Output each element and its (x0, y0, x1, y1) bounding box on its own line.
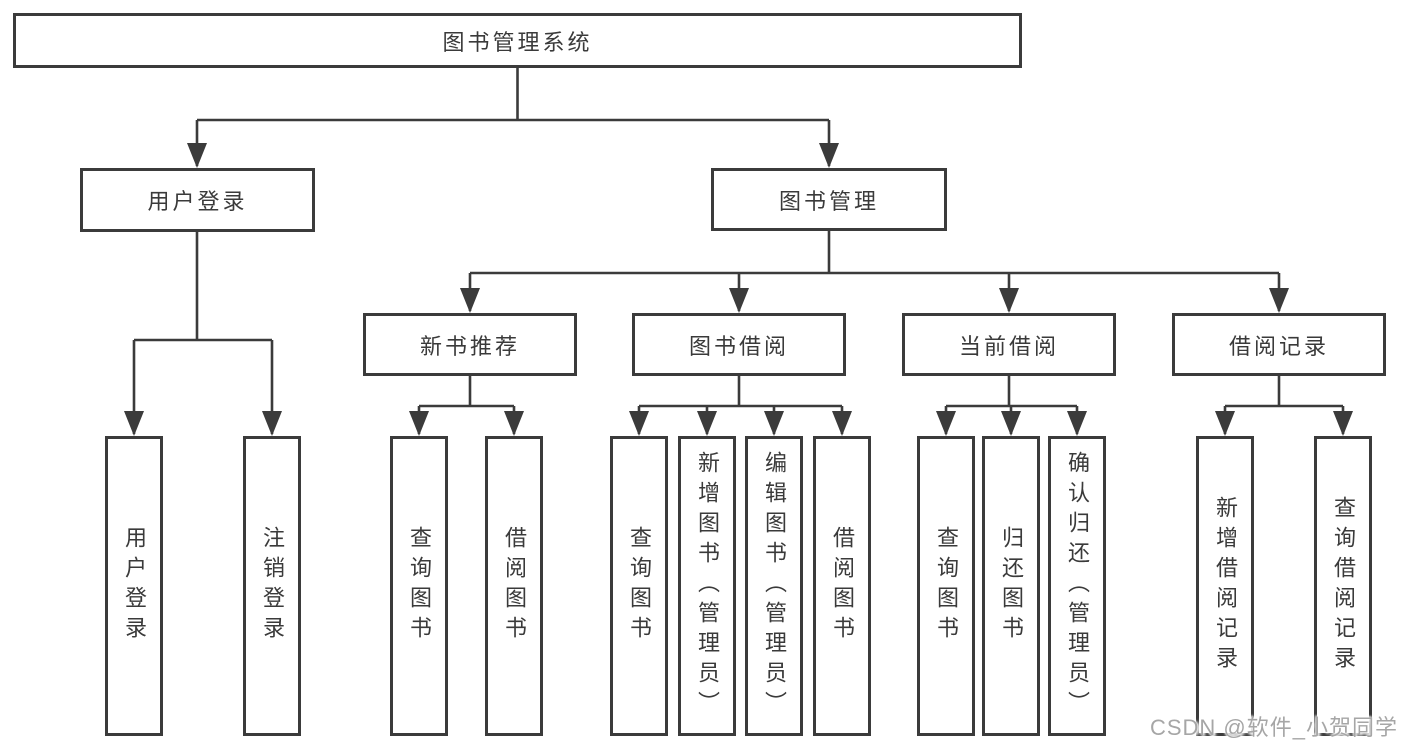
leaf-label: 查询图书 (934, 526, 959, 646)
leaf-label: 用户登录 (122, 526, 147, 646)
node-current-borrow: 当前借阅 (902, 313, 1116, 376)
leaf-label: 确认归还（管理员） (1065, 451, 1090, 721)
leaf-label: 查询图书 (627, 526, 652, 646)
node-root: 图书管理系统 (13, 13, 1022, 68)
leaf-label: 编辑图书（管理员） (762, 451, 787, 721)
leaf-label: 借阅图书 (830, 526, 855, 646)
leaf-nb-borrow-books: 借阅图书 (485, 436, 543, 736)
leaf-label: 借阅图书 (502, 526, 527, 646)
leaf-cb-return-books: 归还图书 (982, 436, 1040, 736)
leaf-user-login: 用户登录 (105, 436, 163, 736)
leaf-br-query-record: 查询借阅记录 (1314, 436, 1372, 736)
leaf-label: 注销登录 (260, 526, 285, 646)
leaf-logout: 注销登录 (243, 436, 301, 736)
node-new-book-recommend: 新书推荐 (363, 313, 577, 376)
leaf-br-add-record: 新增借阅记录 (1196, 436, 1254, 736)
watermark: CSDN @软件_小贺同学 (1149, 715, 1398, 740)
node-borrow-record: 借阅记录 (1172, 313, 1386, 376)
leaf-bb-query-books: 查询图书 (610, 436, 668, 736)
node-user-login: 用户登录 (80, 168, 315, 232)
leaf-bb-edit-books-admin: 编辑图书（管理员） (745, 436, 803, 736)
leaf-cb-confirm-return-admin: 确认归还（管理员） (1048, 436, 1106, 736)
leaf-label: 查询图书 (407, 526, 432, 646)
leaf-label: 新增图书（管理员） (695, 451, 720, 721)
leaf-label: 新增借阅记录 (1213, 496, 1238, 676)
leaf-label: 归还图书 (999, 526, 1024, 646)
node-book-management: 图书管理 (711, 168, 947, 231)
leaf-label: 查询借阅记录 (1331, 496, 1356, 676)
leaf-bb-add-books-admin: 新增图书（管理员） (678, 436, 736, 736)
leaf-bb-borrow-books: 借阅图书 (813, 436, 871, 736)
arrowheads (124, 143, 1353, 436)
node-book-borrow: 图书借阅 (632, 313, 846, 376)
leaf-cb-query-books: 查询图书 (917, 436, 975, 736)
leaf-nb-query-books: 查询图书 (390, 436, 448, 736)
